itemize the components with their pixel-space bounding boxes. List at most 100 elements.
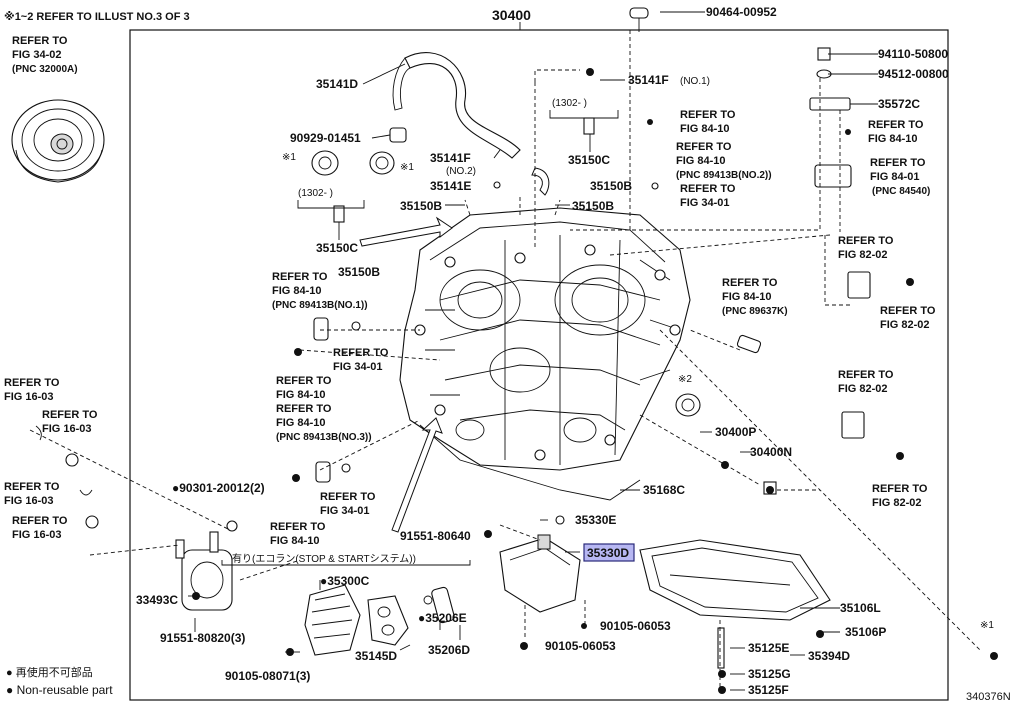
part-labels: 90464-00952 35141D 35141F (NO.1) 94110-5… [136, 5, 994, 697]
part-label[interactable]: 35150B [400, 199, 442, 213]
part-label: ※2 [678, 374, 692, 385]
part-label[interactable]: 90105-06053 [545, 639, 616, 653]
part-label[interactable]: 91551-80640 [400, 529, 471, 543]
ref-line[interactable]: REFER TO [838, 369, 894, 381]
part-label[interactable]: 35150C [568, 153, 610, 167]
ref-line[interactable]: REFER TO [276, 403, 332, 415]
ref-line[interactable]: FIG 84-10 [270, 535, 320, 547]
ref-line[interactable]: FIG 16-03 [12, 529, 62, 541]
breather-plug [389, 127, 407, 143]
part-label[interactable]: 35330E [575, 513, 616, 527]
part-label[interactable]: 90105-08071(3) [225, 669, 310, 683]
ref-line[interactable]: REFER TO [320, 491, 376, 503]
ref-line[interactable]: FIG 34-01 [333, 361, 383, 373]
ref-line[interactable]: REFER TO [680, 109, 736, 121]
part-label[interactable]: 35125G [748, 667, 791, 681]
ref-line[interactable]: REFER TO [4, 481, 60, 493]
part-label[interactable]: ●35206E [418, 611, 467, 625]
ref-line[interactable]: REFER TO [272, 271, 328, 283]
ref-line[interactable]: FIG 34-01 [680, 197, 730, 209]
part-label[interactable]: 94512-00800 [878, 67, 949, 81]
ref-line[interactable]: REFER TO [676, 141, 732, 153]
part-label[interactable]: 35150C [316, 241, 358, 255]
part-label[interactable]: 35168C [643, 483, 685, 497]
part-label[interactable]: 35106L [840, 601, 881, 615]
ref-line[interactable]: REFER TO [270, 521, 326, 533]
ref-line[interactable]: FIG 84-10 [722, 291, 772, 303]
ref-line[interactable]: FIG 84-01 [870, 171, 920, 183]
part-label[interactable]: 35145D [355, 649, 397, 663]
ref-line[interactable]: FIG 82-02 [880, 319, 930, 331]
part-label[interactable]: 35150B [338, 265, 380, 279]
ref-line[interactable]: FIG 82-02 [838, 249, 888, 261]
ref-line[interactable]: REFER TO [872, 483, 928, 495]
part-label[interactable]: 91551-80820(3) [160, 631, 245, 645]
ref-line[interactable]: REFER TO [868, 119, 924, 131]
oil-seal-left [311, 150, 339, 176]
ref-line[interactable]: FIG 82-02 [872, 497, 922, 509]
ecolan-note: 有り(エコラン(STOP & STARTシステム)) [232, 552, 416, 565]
ref-line[interactable]: FIG 84-10 [276, 417, 326, 429]
part-label[interactable]: 90464-00952 [706, 5, 777, 19]
ref-line[interactable]: FIG 82-02 [838, 383, 888, 395]
part-label[interactable]: 30400P [715, 425, 756, 439]
part-label[interactable]: 94110-50800 [878, 47, 948, 61]
ref-line[interactable]: REFER TO [333, 347, 389, 359]
ref-line[interactable]: (PNC 89413B(NO.3)) [276, 432, 372, 443]
part-label[interactable]: 90929-01451 [290, 131, 361, 145]
ref-line[interactable]: FIG 34-01 [320, 505, 370, 517]
part-label[interactable]: 35141F [628, 73, 669, 87]
ref-line[interactable]: FIG 84-10 [276, 389, 326, 401]
part-label[interactable]: 35125E [748, 641, 789, 655]
ref-line[interactable]: REFER TO [276, 375, 332, 387]
part-label[interactable]: 35572C [878, 97, 920, 111]
highlighted-part-box [583, 543, 635, 562]
transaxle-case-illustration [399, 207, 691, 471]
ref-line[interactable]: FIG 84-10 [680, 123, 730, 135]
ref-line[interactable]: REFER TO [42, 409, 98, 421]
part-label[interactable]: 35141D [316, 77, 358, 91]
part-label[interactable]: 30400N [750, 445, 792, 459]
arrow-center [531, 167, 550, 196]
ref-line[interactable]: REFER TO [838, 235, 894, 247]
oil-strainer-illustration [499, 534, 581, 613]
ref-line[interactable]: REFER TO [680, 183, 736, 195]
figure-id: 340376N [966, 691, 1011, 703]
part-label[interactable]: 90105-06053 [600, 619, 671, 633]
ref-line[interactable]: REFER TO [4, 377, 60, 389]
torque-converter-ref-1: REFER TO [12, 35, 68, 47]
part-label: (1302- ) [298, 188, 333, 199]
ref-line[interactable]: FIG 84-10 [676, 155, 726, 167]
part-label[interactable]: 35125F [748, 683, 789, 697]
ref-line[interactable]: REFER TO [12, 515, 68, 527]
ref-line[interactable]: FIG 16-03 [4, 391, 54, 403]
part-label[interactable]: 35106P [845, 625, 886, 639]
ref-line[interactable]: (PNC 84540) [872, 186, 930, 197]
hose-clip-1 [35, 425, 42, 441]
bracket-35572c [809, 97, 851, 111]
part-label[interactable]: ●35300C [320, 574, 370, 588]
part-label[interactable]: 33493C [136, 593, 178, 607]
part-label[interactable]: 35150B [590, 179, 632, 193]
ref-line[interactable]: REFER TO [870, 157, 926, 169]
highlighted-part-number[interactable]: 35330D [587, 546, 629, 560]
ref-line[interactable]: REFER TO [722, 277, 778, 289]
ref-line[interactable]: (PNC 89413B(NO.2)) [676, 170, 772, 181]
part-label[interactable]: 35150B [572, 199, 614, 213]
oil-seal-30400 [675, 393, 701, 417]
ref-line[interactable]: REFER TO [880, 305, 936, 317]
ref-line[interactable]: FIG 84-10 [272, 285, 322, 297]
ref-line[interactable]: FIG 16-03 [42, 423, 92, 435]
ref-line[interactable]: FIG 16-03 [4, 495, 54, 507]
part-label[interactable]: ●90301-20012(2) [172, 481, 265, 495]
part-label: ※1 [400, 162, 414, 173]
torque-converter-ref-2: FIG 34-02 [12, 49, 62, 61]
ref-line[interactable]: (PNC 89413B(NO.1)) [272, 300, 368, 311]
part-label[interactable]: 35141E [430, 179, 471, 193]
ref-line[interactable]: FIG 84-10 [868, 133, 918, 145]
part-label[interactable]: 35206D [428, 643, 470, 657]
ref-line[interactable]: (PNC 89637K) [722, 306, 788, 317]
part-label[interactable]: 35141F [430, 151, 471, 165]
part-label[interactable]: 35394D [808, 649, 850, 663]
